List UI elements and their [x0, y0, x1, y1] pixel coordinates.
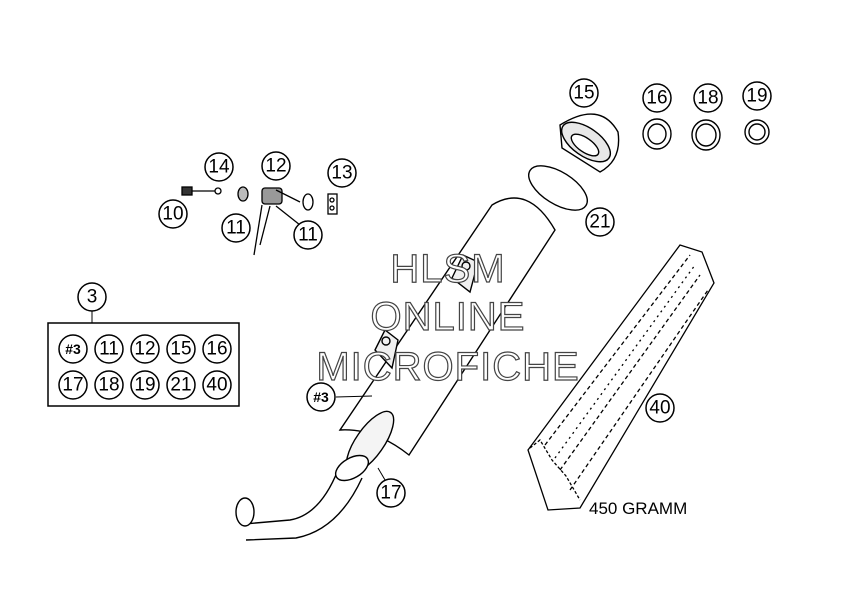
- svg-text:#3: #3: [313, 389, 329, 405]
- svg-text:12: 12: [134, 339, 155, 360]
- callout-12: 12: [261, 151, 291, 181]
- svg-text:15: 15: [573, 83, 594, 104]
- svg-text:#3: #3: [65, 341, 81, 357]
- callout-15: 15: [569, 78, 599, 108]
- silencer-body: [235, 197, 556, 541]
- svg-text:16: 16: [206, 339, 227, 360]
- callout-16: 16: [642, 83, 672, 113]
- svg-text:12: 12: [265, 156, 286, 177]
- kit-row-2: 17 18 19 21 40: [58, 370, 232, 400]
- svg-text:11: 11: [298, 225, 318, 246]
- svg-text:13: 13: [331, 163, 352, 184]
- svg-text:10: 10: [162, 204, 183, 225]
- kit-row-1: #3 11 12 15 16: [58, 334, 232, 364]
- o-ring-21: [528, 165, 588, 211]
- callout-11-right: 11: [293, 220, 323, 250]
- svg-text:ONLINE: ONLINE: [371, 295, 526, 339]
- svg-text:18: 18: [98, 375, 119, 396]
- callout-10: 10: [158, 199, 188, 229]
- svg-text:17: 17: [380, 483, 401, 504]
- svg-text:17: 17: [62, 375, 83, 396]
- callout-3: 3: [77, 282, 107, 312]
- callout-13: 13: [327, 158, 357, 188]
- ring-16: [642, 118, 672, 150]
- svg-text:19: 19: [134, 375, 155, 396]
- svg-text:HLSM: HLSM: [390, 247, 505, 291]
- svg-text:15: 15: [170, 339, 191, 360]
- weight-label: 450 GRAMM: [589, 499, 687, 518]
- callout-17: 17: [376, 478, 406, 508]
- svg-text:16: 16: [646, 88, 667, 109]
- callout-18: 18: [693, 83, 723, 113]
- svg-text:40: 40: [206, 375, 227, 396]
- callout-14: 14: [204, 152, 234, 182]
- ring-18: [691, 119, 721, 151]
- svg-text:18: 18: [697, 88, 718, 109]
- svg-text:21: 21: [170, 375, 191, 396]
- svg-text:19: 19: [746, 86, 767, 107]
- svg-text:11: 11: [226, 218, 246, 239]
- callout-40: 40: [645, 393, 675, 423]
- callout-hash3: #3: [306, 382, 336, 412]
- callout-19: 19: [742, 81, 772, 111]
- callout-21: 21: [585, 207, 615, 237]
- svg-text:40: 40: [649, 398, 670, 419]
- end-cap: [559, 113, 620, 173]
- svg-text:14: 14: [208, 157, 230, 178]
- ring-19: [744, 119, 770, 145]
- svg-text:11: 11: [99, 339, 119, 360]
- silencer-packing: [527, 244, 715, 511]
- watermark: HLSM ONLINE MICROFICHE: [316, 246, 580, 389]
- bolt-assembly: [181, 186, 338, 256]
- svg-text:MICROFICHE: MICROFICHE: [316, 345, 579, 389]
- kit-table: #3 11 12 15 16 17 18 19 21 40: [47, 322, 240, 407]
- svg-text:21: 21: [589, 212, 610, 233]
- callout-11-left: 11: [221, 213, 251, 243]
- svg-text:3: 3: [87, 287, 98, 308]
